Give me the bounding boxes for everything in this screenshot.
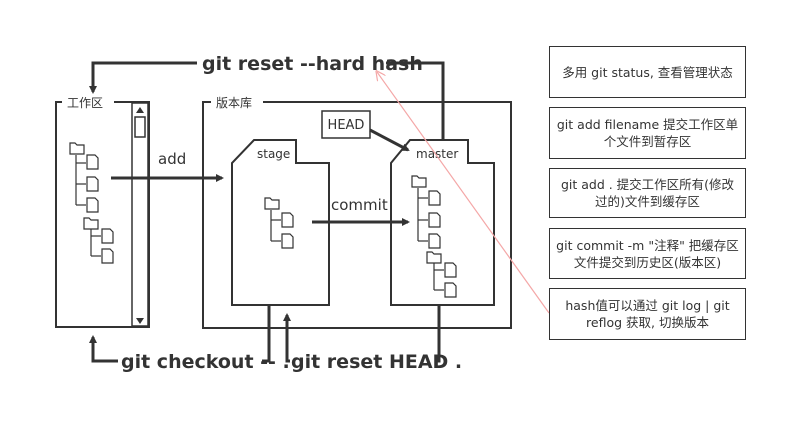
folder-icon bbox=[411, 175, 427, 188]
scroll-thumb[interactable] bbox=[134, 116, 146, 138]
stage-file-tree bbox=[264, 197, 294, 249]
add-arrow: add bbox=[111, 150, 224, 182]
hash-annotation-line bbox=[377, 72, 550, 314]
note-git-add-all: git add . 提交工作区所有(修改过的)文件到缓存区 bbox=[549, 168, 746, 218]
file-icon bbox=[444, 262, 457, 278]
note-text: git commit -m "注释" 把缓存区文件提交到历史区(版本区) bbox=[556, 237, 739, 270]
add-label: add bbox=[158, 150, 186, 168]
repository-box: 版本库 bbox=[202, 95, 512, 329]
note-text: 多用 git status, 查看管理状态 bbox=[562, 64, 733, 80]
file-icon bbox=[86, 197, 99, 213]
folder-icon bbox=[426, 251, 442, 264]
workspace-box: 工作区 bbox=[55, 96, 150, 328]
file-icon bbox=[444, 282, 457, 298]
reset-hard-label: git reset --hard hash bbox=[202, 53, 423, 75]
note-hash: hash值可以通过 git log | git reflog 获取, 切换版本 bbox=[549, 288, 746, 340]
reset-head-label: git reset HEAD . bbox=[291, 351, 462, 373]
workspace-scrollbar[interactable] bbox=[131, 102, 149, 327]
checkout-label: git checkout -- . bbox=[121, 351, 290, 373]
stage-area: stage bbox=[231, 139, 330, 306]
folder-icon bbox=[69, 142, 85, 155]
file-icon bbox=[428, 233, 441, 249]
note-git-status: 多用 git status, 查看管理状态 bbox=[549, 46, 746, 98]
repository-label: 版本库 bbox=[216, 95, 252, 110]
reset-hard-arrow bbox=[89, 61, 445, 140]
file-icon bbox=[101, 228, 114, 244]
reset-head-arrow bbox=[283, 305, 441, 363]
note-text: hash值可以通过 git log | git reflog 获取, 切换版本 bbox=[565, 298, 730, 330]
file-icon bbox=[86, 154, 99, 170]
head-pointer: HEAD bbox=[321, 110, 410, 152]
workspace-label: 工作区 bbox=[67, 96, 103, 110]
file-icon bbox=[281, 212, 294, 228]
stage-label: stage bbox=[257, 147, 290, 161]
file-icon bbox=[86, 176, 99, 192]
note-git-add-file: git add filename 提交工作区单个文件到暂存区 bbox=[549, 107, 746, 159]
note-text: git add filename 提交工作区单个文件到暂存区 bbox=[556, 117, 739, 149]
workspace-file-tree bbox=[69, 142, 114, 264]
note-text: git add . 提交工作区所有(修改过的)文件到缓存区 bbox=[560, 177, 735, 209]
folder-icon bbox=[264, 197, 280, 210]
file-icon bbox=[101, 248, 114, 264]
file-icon bbox=[281, 233, 294, 249]
master-file-tree bbox=[411, 175, 457, 298]
file-icon bbox=[428, 190, 441, 206]
head-arrow bbox=[369, 128, 410, 152]
commit-label: commit bbox=[331, 196, 388, 214]
head-label: HEAD bbox=[328, 118, 365, 133]
master-area: master bbox=[390, 139, 495, 306]
checkout-arrow bbox=[89, 305, 271, 363]
note-git-commit: git commit -m "注释" 把缓存区文件提交到历史区(版本区) bbox=[549, 228, 746, 279]
file-icon bbox=[428, 212, 441, 228]
scroll-up-icon[interactable] bbox=[136, 107, 144, 113]
scroll-down-icon[interactable] bbox=[136, 318, 144, 324]
commit-arrow: commit bbox=[312, 196, 410, 226]
folder-icon bbox=[83, 217, 99, 230]
master-label: master bbox=[416, 147, 458, 161]
